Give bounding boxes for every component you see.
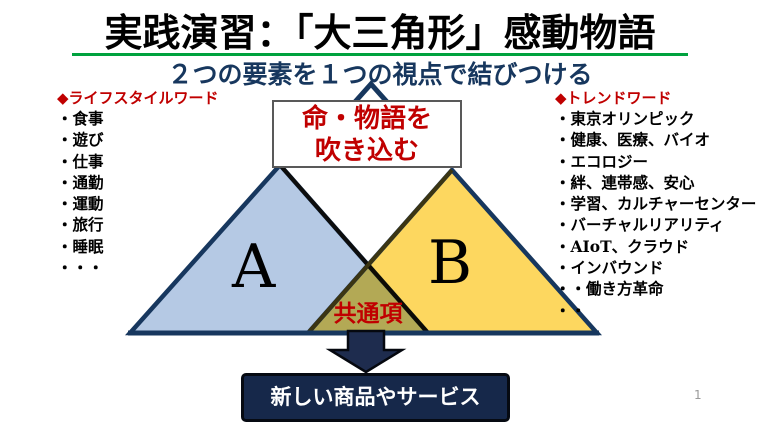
list-item: ・インバウンド: [555, 258, 664, 278]
triangle-a-label: A: [232, 232, 276, 302]
list-item: ・エコロジー: [555, 151, 649, 171]
list-item: ・AIoT、クラウド: [555, 236, 690, 256]
triangle-b-label: B: [428, 228, 473, 298]
list-item: ・通勤: [57, 172, 104, 192]
list-item: ・遊び: [57, 130, 104, 150]
down-arrow-icon: [325, 329, 407, 374]
list-item: ・運動: [57, 194, 104, 214]
trend-word-list: ◆トレンドワード ・東京オリンピック ・健康、医療、バイオ ・エコロジー ・絆、…: [555, 88, 756, 321]
list-item: ・・働き方革命: [555, 279, 664, 299]
page-number: 1: [694, 388, 702, 402]
overlap-label: 共通項: [333, 300, 403, 327]
slide-title: 実践演習：「大三角形」感動物語: [104, 10, 656, 55]
list-item: ・旅行: [57, 215, 104, 235]
callout-box: 命・物語を 吹き込む: [272, 100, 462, 168]
trend-list-heading: ◆トレンドワード: [555, 89, 672, 107]
lifestyle-list-heading: ◆ライフスタイルワード: [57, 89, 219, 107]
slide-subtitle: ２つの要素を１つの視点で結びつける: [167, 60, 593, 89]
list-item: ・睡眠: [57, 236, 104, 256]
result-box: 新しい商品やサービス: [241, 373, 510, 422]
callout-line2: 吹き込む: [314, 136, 419, 166]
list-item: ・仕事: [57, 151, 104, 171]
title-underline: [72, 53, 688, 56]
list-item: ・食事: [57, 109, 104, 128]
list-item: ・バーチャルリアリティ: [555, 215, 725, 235]
callout-line1: 命・物語を: [301, 104, 432, 134]
triangle-b-left-edge: [306, 168, 454, 335]
list-item: ・学習、カルチャーセンター: [555, 194, 757, 214]
list-item: ・東京オリンピック: [555, 109, 695, 128]
lifestyle-word-list: ◆ライフスタイルワード ・食事 ・遊び ・仕事 ・通勤 ・運動 ・旅行 ・睡眠 …: [57, 88, 219, 278]
list-item: ・健康、医療、バイオ: [555, 130, 711, 150]
list-item: ・・・: [57, 258, 104, 278]
list-item: ・絆、連帯感、安心: [555, 172, 695, 192]
